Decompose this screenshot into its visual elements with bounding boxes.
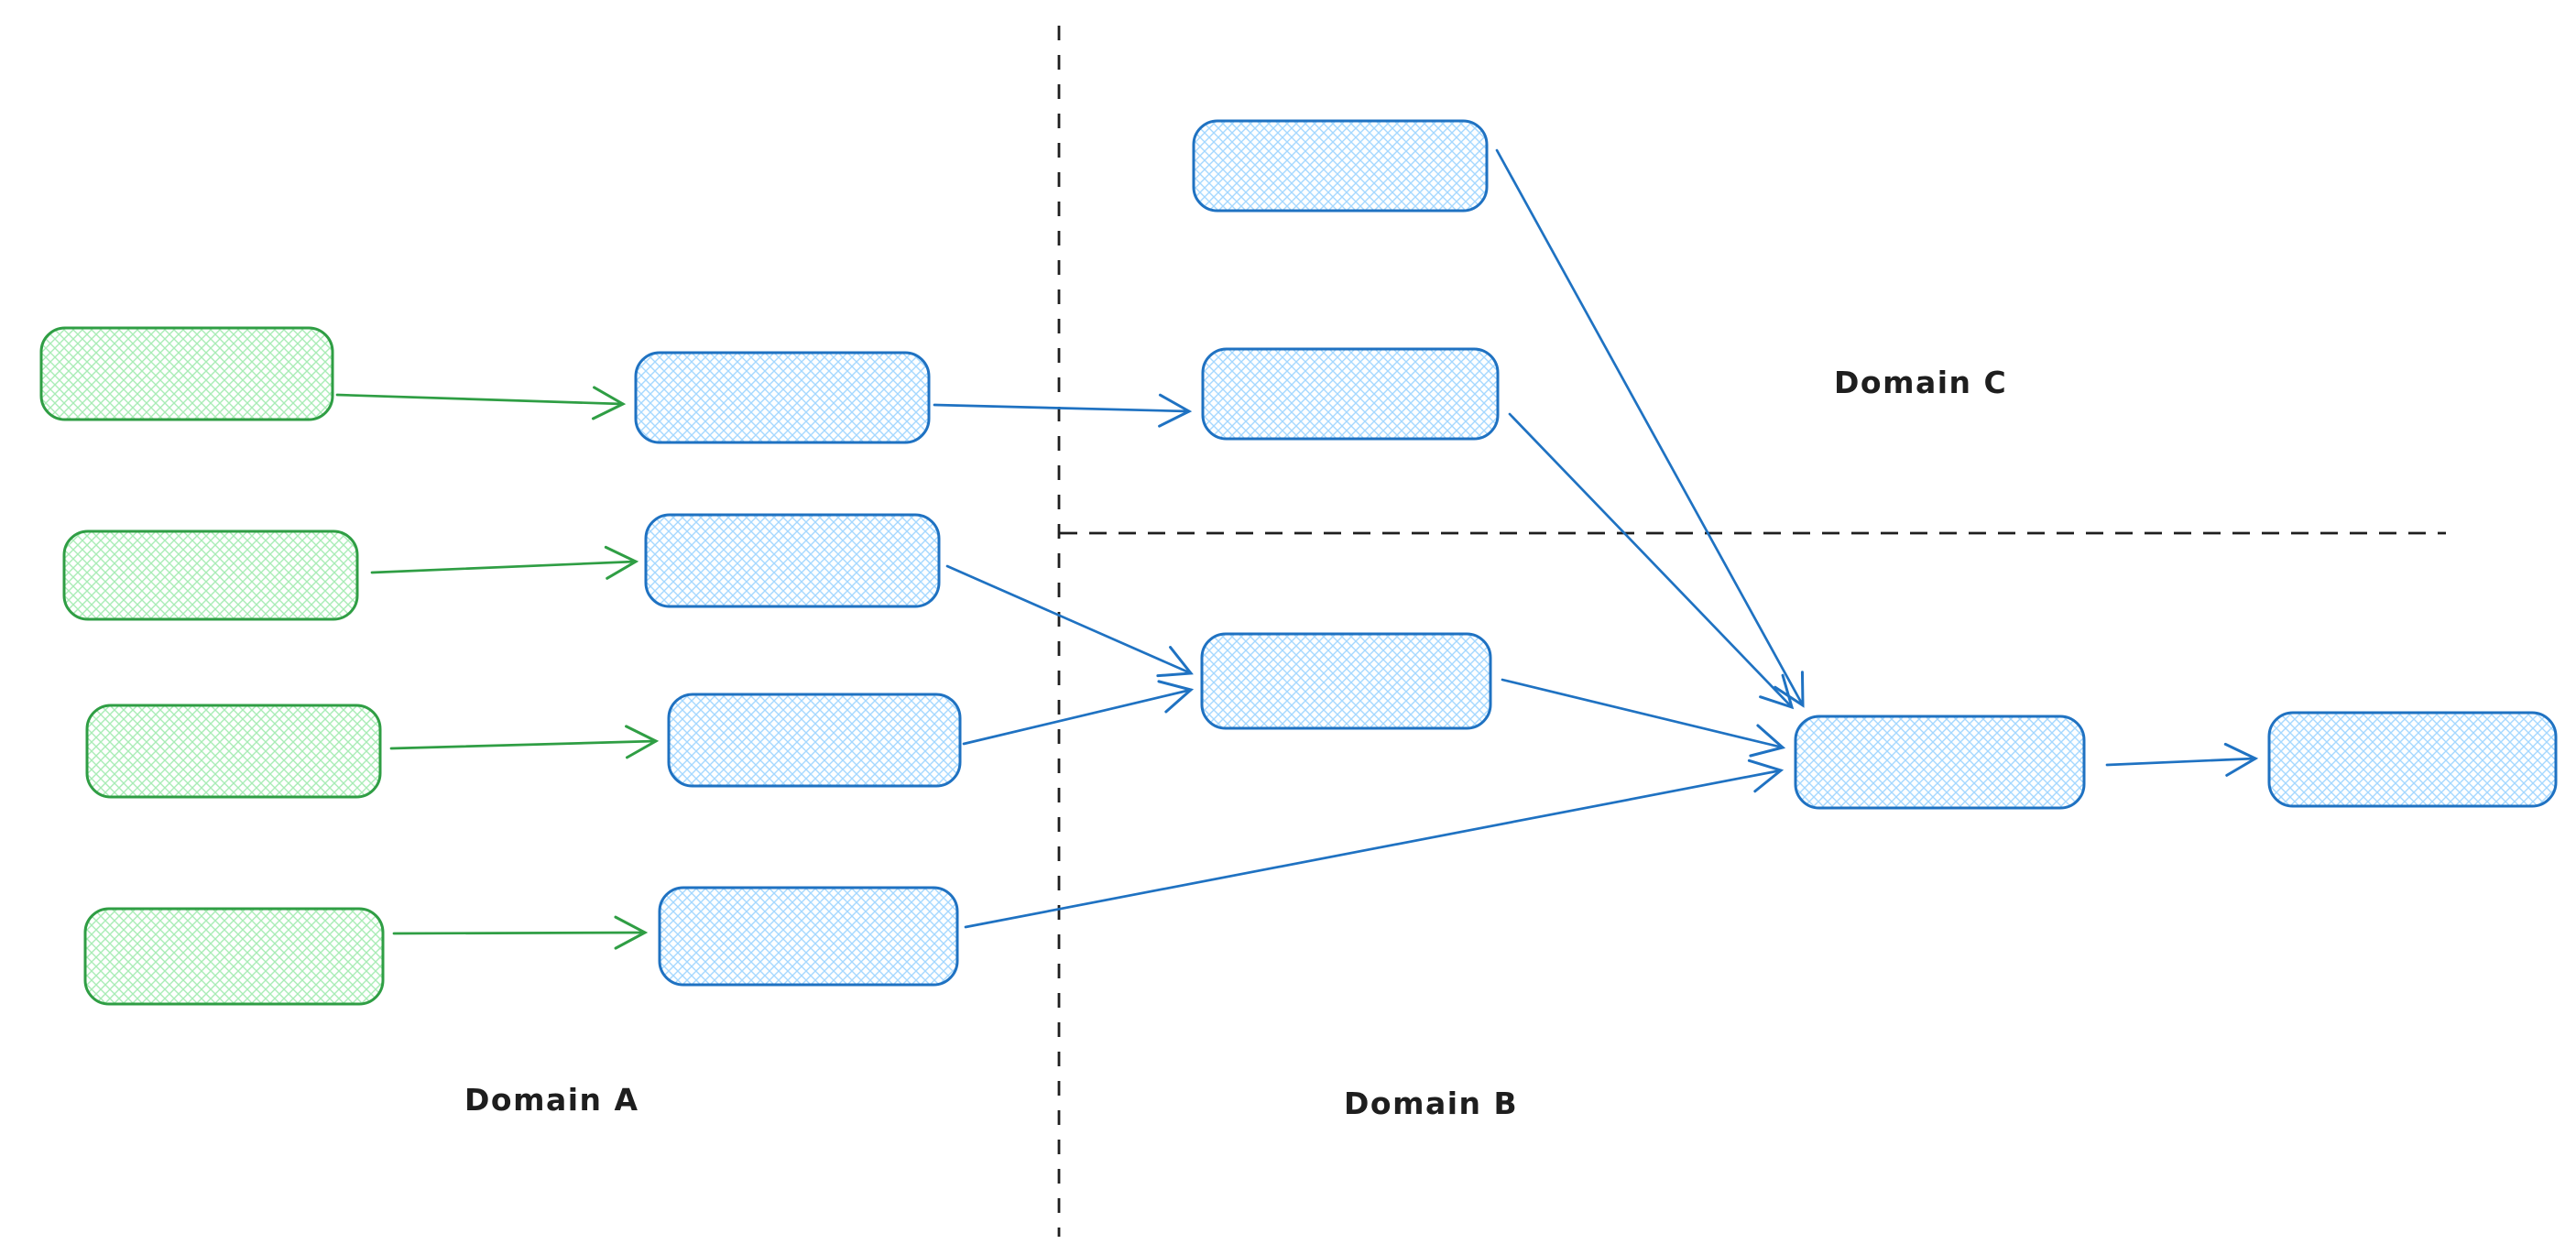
arrow-source-1-to-stage-1	[335, 386, 627, 420]
node-domain-a-source-2	[62, 529, 359, 621]
arrow-domain-c-box-1-to-hub	[1495, 148, 1805, 708]
domain-a-label: Domain A	[464, 1082, 639, 1118]
node-domain-c-box-1	[1192, 119, 1489, 213]
arrow-domain-c-box-2-to-hub	[1508, 412, 1795, 710]
domain-dividers-layer	[1057, 26, 2446, 1237]
labels-layer: Domain A Domain B Domain C	[464, 365, 2007, 1121]
arrow-stage-3-to-gateway	[962, 680, 1195, 746]
node-domain-a-source-1	[39, 326, 334, 421]
node-domain-a-stage-1	[634, 351, 931, 444]
node-domain-a-source-4	[83, 907, 385, 1006]
node-domain-a-stage-2	[644, 513, 941, 608]
domain-c-label: Domain C	[1834, 365, 2007, 400]
node-domain-b-gateway	[1200, 632, 1492, 730]
node-domain-b-hub	[1794, 715, 2086, 810]
arrow-gateway-to-hub	[1501, 678, 1786, 758]
arrow-stage-4-to-hub	[964, 758, 1785, 929]
arrow-stage-2-to-gateway	[945, 564, 1194, 678]
node-domain-b-output	[2267, 711, 2558, 808]
node-domain-a-source-3	[85, 704, 382, 799]
arrow-hub-to-output	[2105, 742, 2259, 777]
arrow-source-2-to-stage-2	[370, 545, 639, 580]
node-domain-a-stage-3	[667, 693, 962, 788]
node-domain-a-stage-4	[658, 886, 959, 987]
nodes-layer	[39, 119, 2558, 1006]
domain-b-label: Domain B	[1344, 1086, 1518, 1121]
arrow-stage-1-to-domain-c-box-2	[933, 393, 1193, 428]
arrows-layer	[335, 148, 2259, 950]
arrow-source-3-to-stage-3	[389, 725, 660, 759]
node-domain-c-box-2	[1201, 347, 1500, 441]
